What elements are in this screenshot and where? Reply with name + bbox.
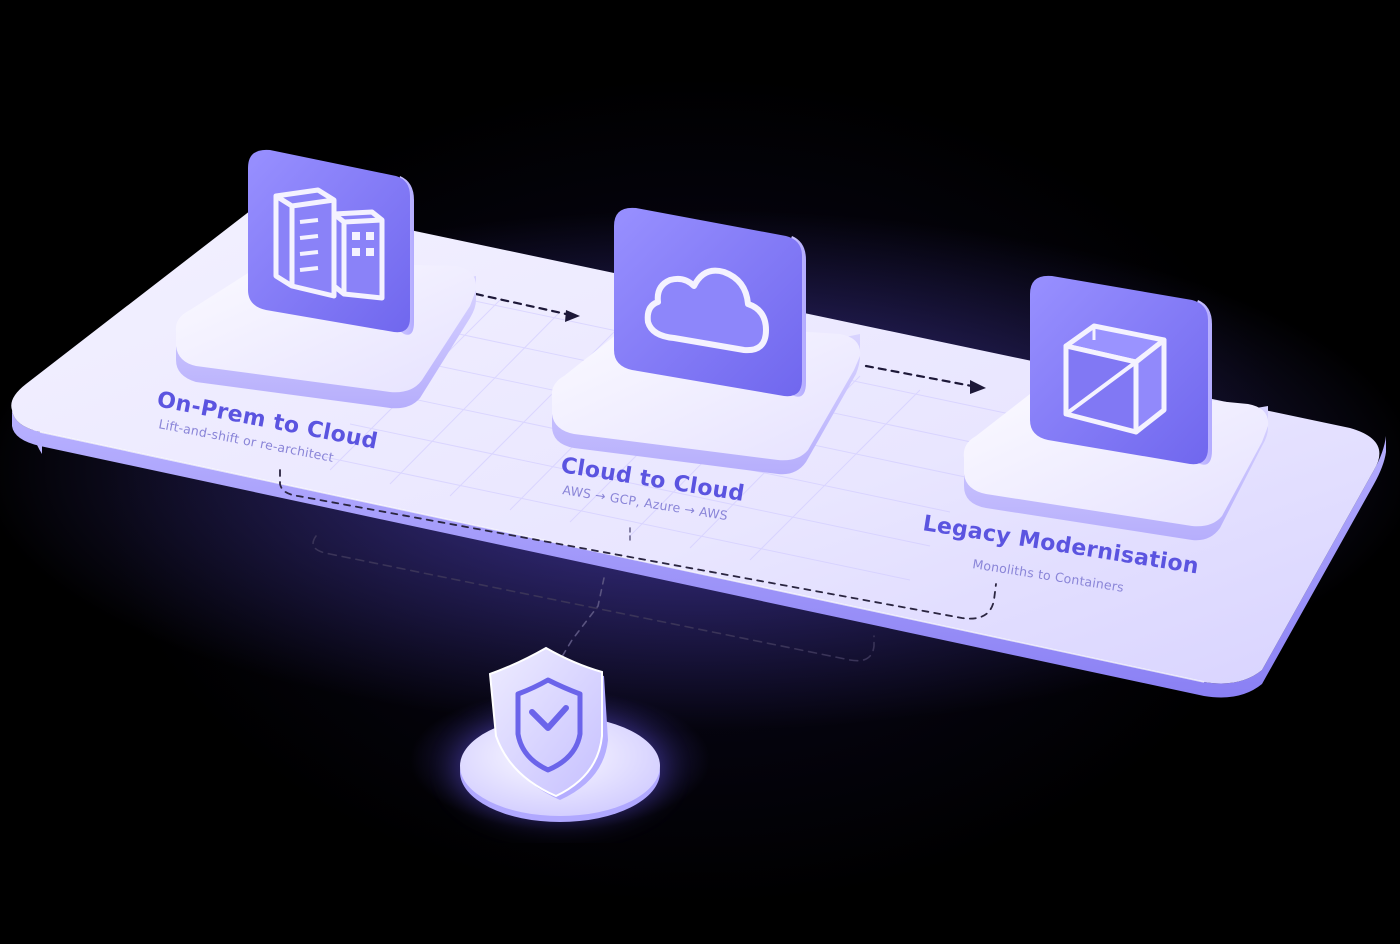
cube-icon bbox=[1063, 323, 1167, 435]
stage-cloud: Cloud to Cloud AWS → GCP, Azure → AWS bbox=[551, 207, 861, 523]
building-icon bbox=[273, 187, 385, 301]
icon-tile-3 bbox=[1030, 275, 1212, 465]
cloud-icon bbox=[644, 267, 769, 354]
security-node bbox=[456, 646, 664, 822]
shield-check-icon bbox=[488, 646, 608, 800]
connector-to-security bbox=[559, 577, 605, 661]
icon-tile-1 bbox=[248, 149, 414, 335]
connector-loop-outer bbox=[312, 535, 875, 662]
connector-stage2-stage3 bbox=[864, 364, 974, 388]
stage-on-prem: On-Prem to Cloud Lift-and-shift or re-ar… bbox=[155, 149, 477, 465]
connector-paths bbox=[279, 292, 997, 662]
connector-stage1-stage2 bbox=[474, 292, 568, 316]
arrow-head-1 bbox=[565, 310, 580, 322]
connector-loop-inner bbox=[279, 469, 997, 620]
arrow-head-2 bbox=[970, 380, 986, 394]
icon-tile-2 bbox=[614, 207, 806, 397]
